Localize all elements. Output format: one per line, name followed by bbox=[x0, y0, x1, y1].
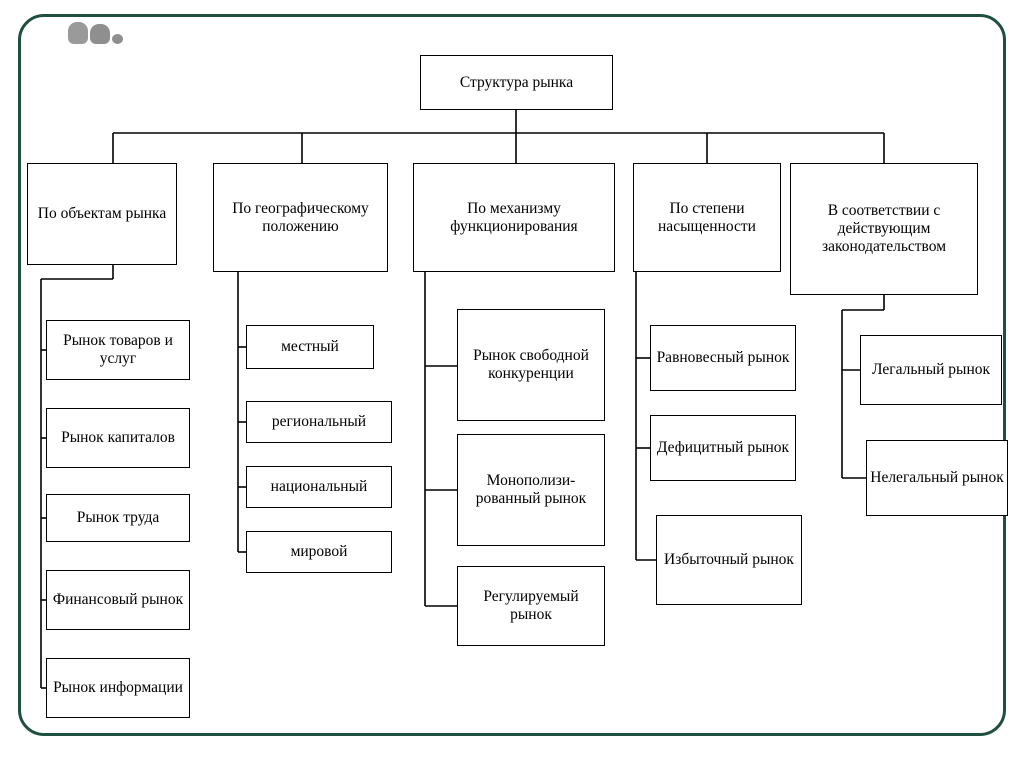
node-branch-geography[interactable]: По географическому положению bbox=[213, 163, 388, 272]
node-branch-objects[interactable]: По объектам рынка bbox=[27, 163, 177, 265]
node-branch-saturation[interactable]: По степени насыщенности bbox=[633, 163, 781, 272]
node-regulated-market[interactable]: Регулируемый рынок bbox=[457, 566, 605, 646]
node-local-market[interactable]: местный bbox=[246, 325, 374, 369]
node-deficit-market[interactable]: Дефицитный рынок bbox=[650, 415, 796, 481]
node-goods-services-market[interactable]: Рынок товаров и услуг bbox=[46, 320, 190, 380]
node-free-competition-market[interactable]: Рынок свободной конкуренции bbox=[457, 309, 605, 421]
node-national-market[interactable]: национальный bbox=[246, 466, 392, 508]
node-regional-market[interactable]: региональный bbox=[246, 401, 392, 443]
node-branch-mechanism[interactable]: По механизму функционирования bbox=[413, 163, 615, 272]
node-capital-market[interactable]: Рынок капиталов bbox=[46, 408, 190, 468]
node-legal-market[interactable]: Легальный рынок bbox=[860, 335, 1002, 405]
node-world-market[interactable]: мировой bbox=[246, 531, 392, 573]
node-illegal-market[interactable]: Нелегальный рынок bbox=[866, 440, 1008, 516]
node-labour-market[interactable]: Рынок труда bbox=[46, 494, 190, 542]
node-monopolised-market[interactable]: Монополизи-рованный рынок bbox=[457, 434, 605, 546]
node-equilibrium-market[interactable]: Равновесный рынок bbox=[650, 325, 796, 391]
node-surplus-market[interactable]: Избыточный рынок bbox=[656, 515, 802, 605]
node-information-market[interactable]: Рынок информации bbox=[46, 658, 190, 718]
node-financial-market[interactable]: Финансовый рынок bbox=[46, 570, 190, 630]
node-branch-legislation[interactable]: В соответствии с действующим законодател… bbox=[790, 163, 978, 295]
presentation-logo-icon bbox=[68, 20, 138, 54]
node-root[interactable]: Структура рынка bbox=[420, 55, 613, 110]
